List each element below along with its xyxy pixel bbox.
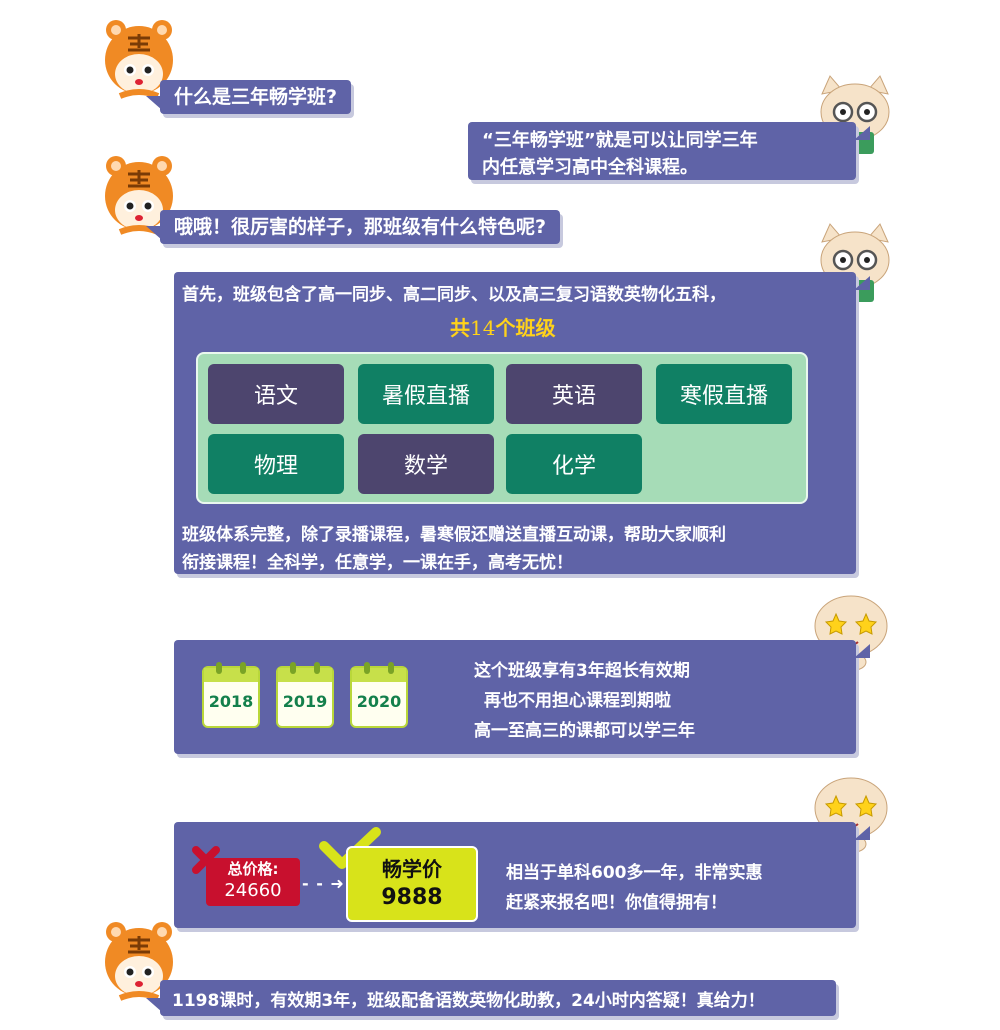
answer-bubble-1: “三年畅学班”就是可以让同学三年 内任意学习高中全科课程。 <box>468 122 870 180</box>
total-classes: 共14个班级 <box>450 312 555 341</box>
question-bubble-1: 什么是三年畅学班? <box>145 80 352 114</box>
subject-tile: 物理 <box>208 434 344 494</box>
tiger-avatar-icon <box>105 20 173 99</box>
calendar-year: 2020 <box>356 692 402 711</box>
arrow-icon: - - ➜ <box>302 874 345 893</box>
total-suffix: 个班级 <box>495 316 556 340</box>
calendar-icon: 2020 <box>350 662 408 728</box>
subject-tile: 语文 <box>208 364 344 424</box>
subject-tile: 暑假直播 <box>358 364 494 424</box>
validity-text-line-3: 高一至高三的课都可以学三年 <box>474 721 695 741</box>
final-bubble: 1198课时，有效期3年，班级配备语数英物化助教，24小时内答疑！真给力！ <box>146 980 836 1016</box>
price-text-line-2: 赶紧来报名吧！你值得拥有！ <box>506 893 727 913</box>
total-number: 14 <box>470 316 496 340</box>
old-price-value: 24660 <box>224 880 282 901</box>
validity-text-line-1: 这个班级享有3年超长有效期 <box>474 661 690 681</box>
tiger-avatar-icon <box>105 922 173 1001</box>
system-text-line-1: 班级体系完整，除了录播课程，暑寒假还赠送直播互动课，帮助大家顺利 <box>182 525 726 545</box>
calendar-year: 2019 <box>282 692 328 711</box>
new-price-label: 畅学价 <box>382 857 442 881</box>
intro-text: 首先，班级包含了高一同步、高二同步、以及高三复习语数英物化五科， <box>182 285 726 305</box>
subject-tile: 化学 <box>506 434 642 494</box>
calendar-year: 2018 <box>208 692 254 711</box>
calendar-icon: 2019 <box>276 662 334 728</box>
total-prefix: 共 <box>450 316 470 340</box>
answer-text-line-1: “三年畅学班”就是可以让同学三年 <box>482 130 758 151</box>
subject-tile: 数学 <box>358 434 494 494</box>
subject-tile: 寒假直播 <box>656 364 792 424</box>
subject-tile: 英语 <box>506 364 642 424</box>
question-text-1: 什么是三年畅学班? <box>174 86 338 108</box>
final-text: 1198课时，有效期3年，班级配备语数英物化助教，24小时内答疑！真给力！ <box>172 991 765 1011</box>
check-icon <box>319 827 381 869</box>
validity-text-line-2: 再也不用担心课程到期啦 <box>484 691 671 711</box>
question-text-2: 哦哦！很厉害的样子，那班级有什么特色呢? <box>174 216 547 238</box>
answer-text-line-2: 内任意学习高中全科课程。 <box>482 157 698 178</box>
system-text-line-2: 衔接课程！全科学，任意学，一课在手，高考无忧！ <box>182 553 573 573</box>
new-price-value: 9888 <box>381 885 443 910</box>
question-bubble-2: 哦哦！很厉害的样子，那班级有什么特色呢? <box>145 210 561 244</box>
old-price-label: 总价格: <box>227 860 279 878</box>
new-price-box: 畅学价 9888 <box>346 846 478 922</box>
subject-grid: 语文 暑假直播 英语 寒假直播 物理 数学 化学 <box>196 352 808 504</box>
calendar-icon: 2018 <box>202 662 260 728</box>
price-text-line-1: 相当于单科600多一年，非常实惠 <box>506 863 763 883</box>
old-price-box: 总价格: 24660 <box>206 858 300 906</box>
